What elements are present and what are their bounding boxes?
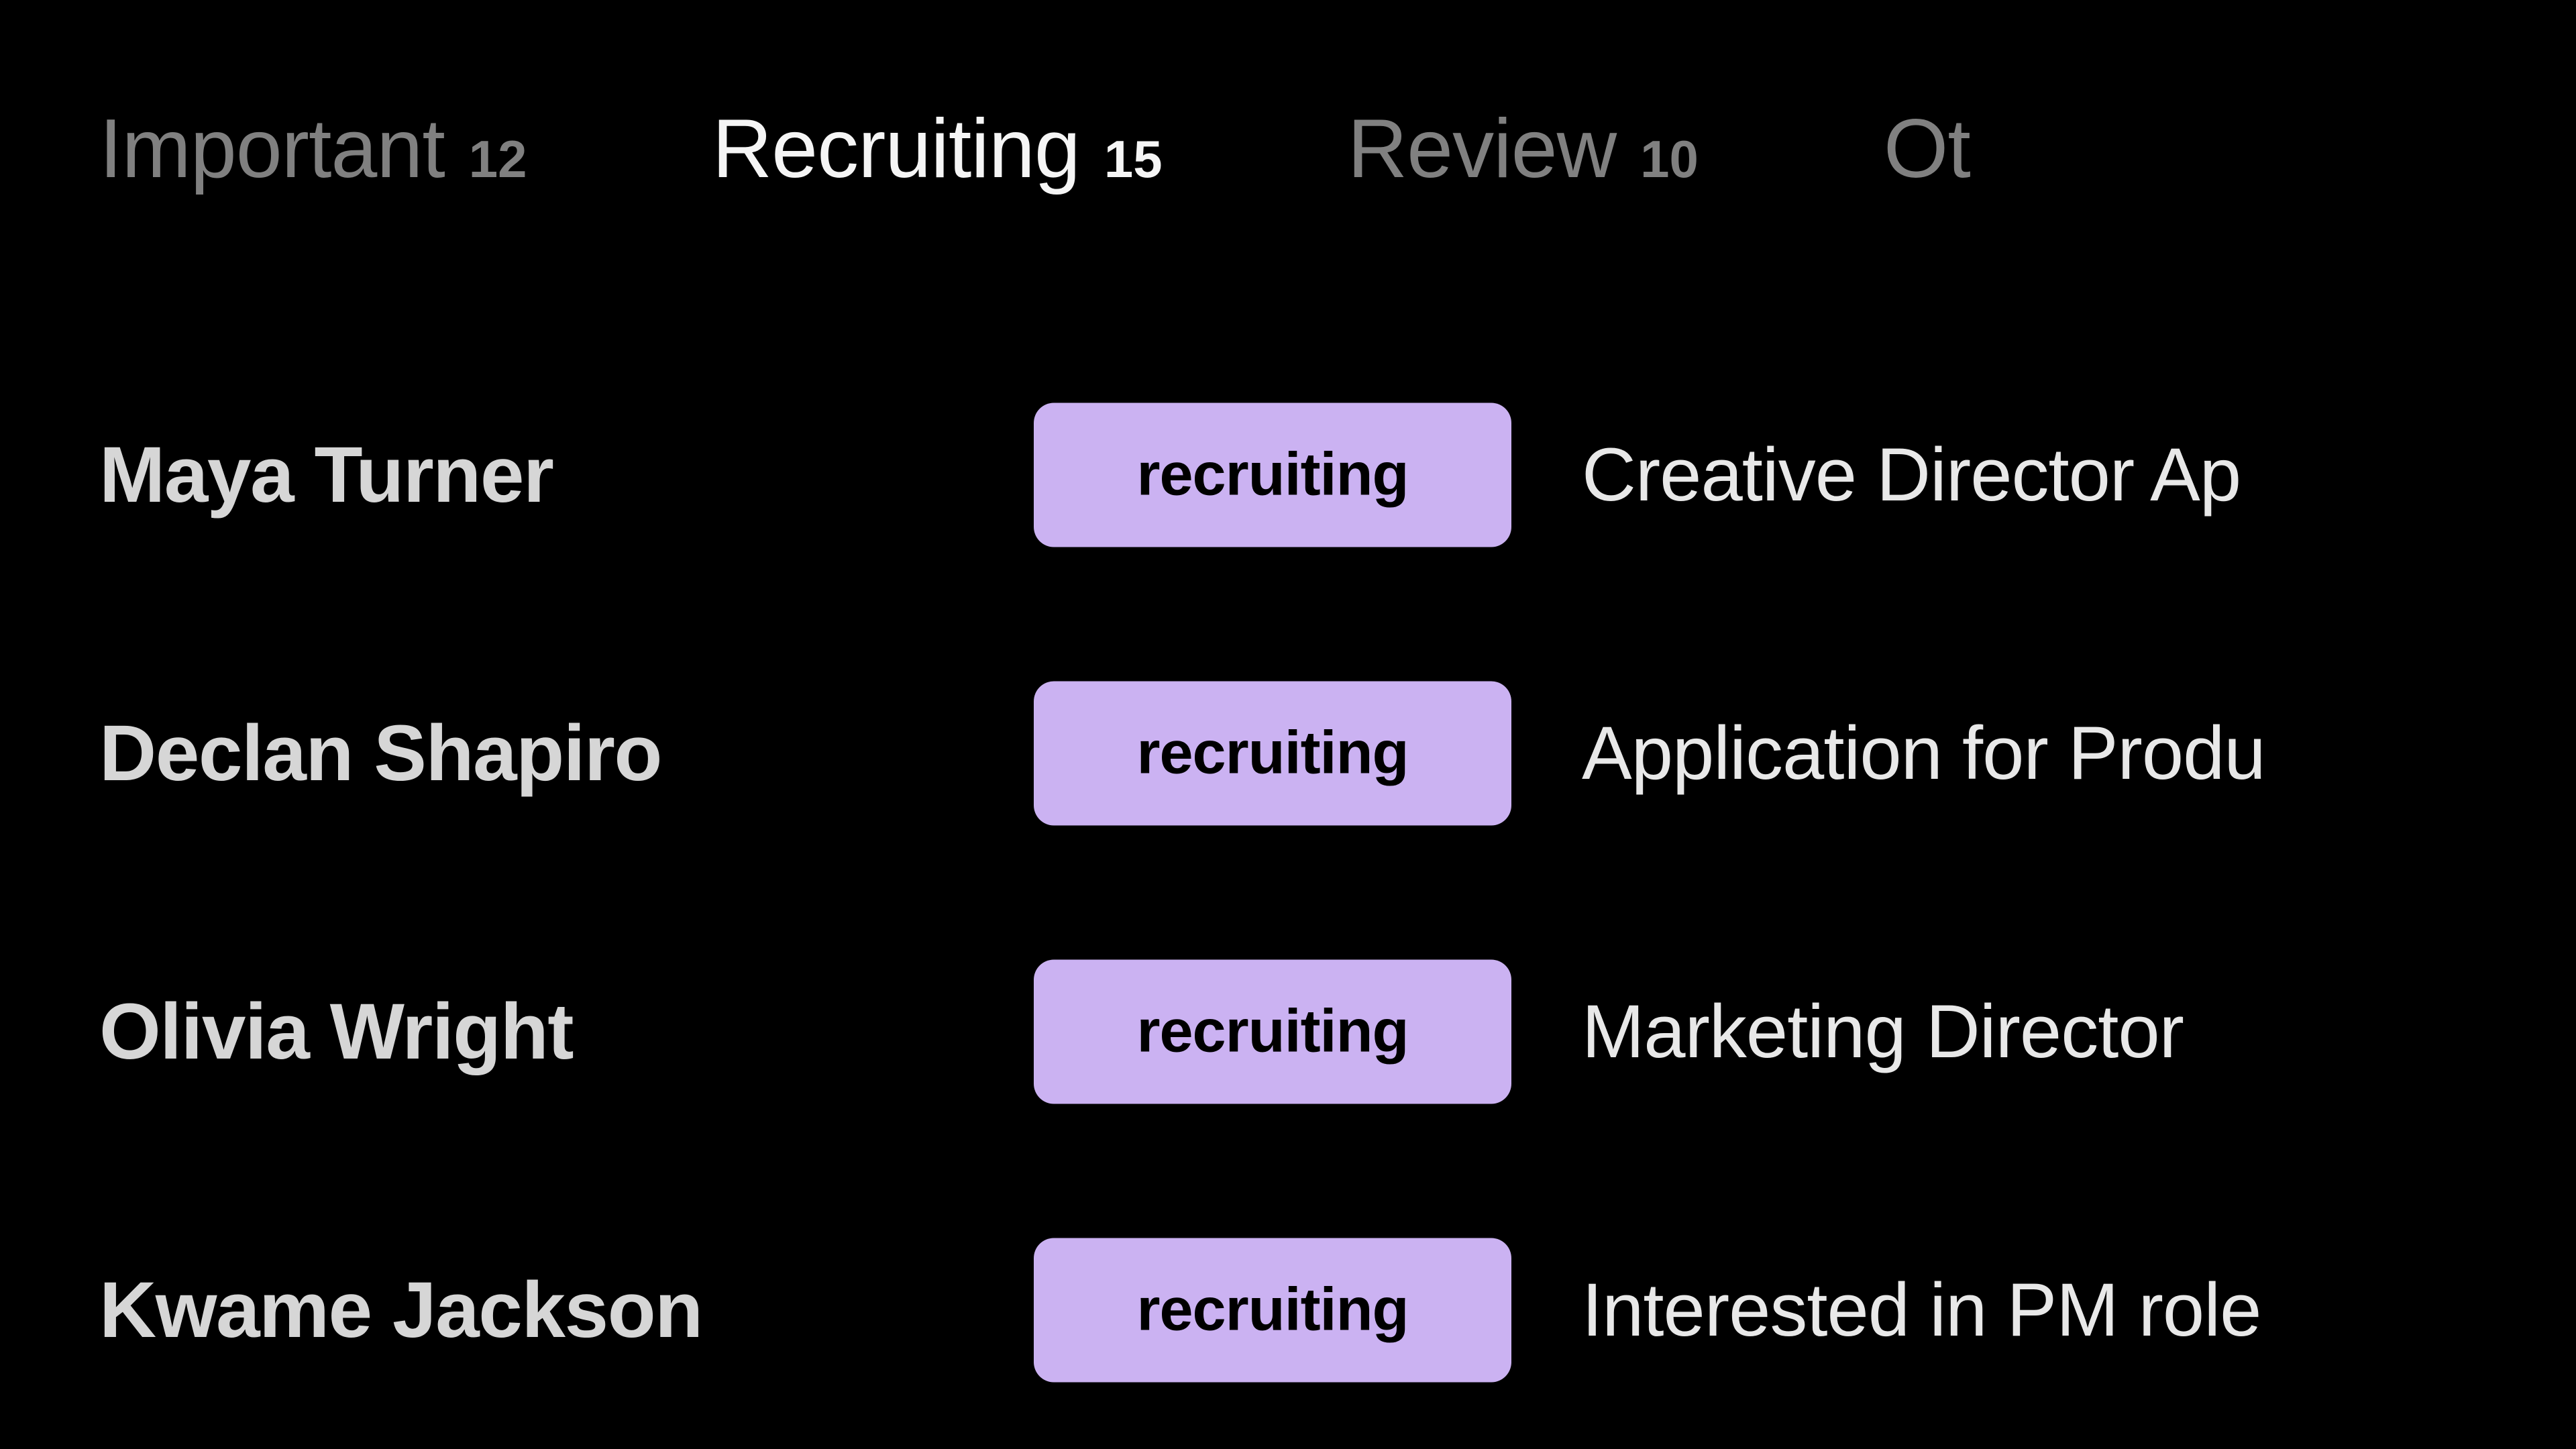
list-item[interactable]: Kwame Jackson recruiting Interested in P… [0, 1171, 2576, 1449]
sender-name: Olivia Wright [99, 987, 574, 1076]
message-subject: Creative Director Ap [1582, 432, 2241, 517]
sender-name: Kwame Jackson [99, 1265, 703, 1354]
tab-review-count: 10 [1640, 129, 1699, 189]
tab-review-label: Review [1347, 103, 1617, 195]
sender-name: Declan Shapiro [99, 708, 663, 798]
list-item[interactable]: Maya Turner recruiting Creative Director… [0, 335, 2576, 614]
tab-review[interactable]: Review 10 [1348, 107, 1699, 191]
tab-recruiting[interactable]: Recruiting 15 [712, 107, 1163, 191]
category-tab-bar: Important 12 Recruiting 15 Review 10 Ot [99, 107, 1994, 191]
list-item[interactable]: Olivia Wright recruiting Marketing Direc… [0, 892, 2576, 1171]
tab-important[interactable]: Important 12 [99, 107, 527, 191]
status-badge: recruiting [1034, 1238, 1511, 1382]
tab-other-label: Ot [1883, 103, 1971, 195]
tab-important-label: Important [99, 103, 445, 195]
tab-important-count: 12 [468, 129, 527, 189]
message-list: Maya Turner recruiting Creative Director… [0, 335, 2576, 1449]
list-item[interactable]: Declan Shapiro recruiting Application fo… [0, 614, 2576, 892]
sender-name: Maya Turner [99, 430, 554, 519]
message-subject: Application for Produ [1582, 710, 2266, 795]
tab-other[interactable]: Ot [1884, 107, 1994, 191]
status-badge: recruiting [1034, 681, 1511, 825]
tab-recruiting-label: Recruiting [712, 103, 1081, 195]
tab-recruiting-count: 15 [1104, 129, 1163, 189]
message-subject: Interested in PM role [1582, 1267, 2261, 1352]
status-badge: recruiting [1034, 959, 1511, 1104]
status-badge: recruiting [1034, 402, 1511, 547]
message-subject: Marketing Director [1582, 989, 2184, 1073]
